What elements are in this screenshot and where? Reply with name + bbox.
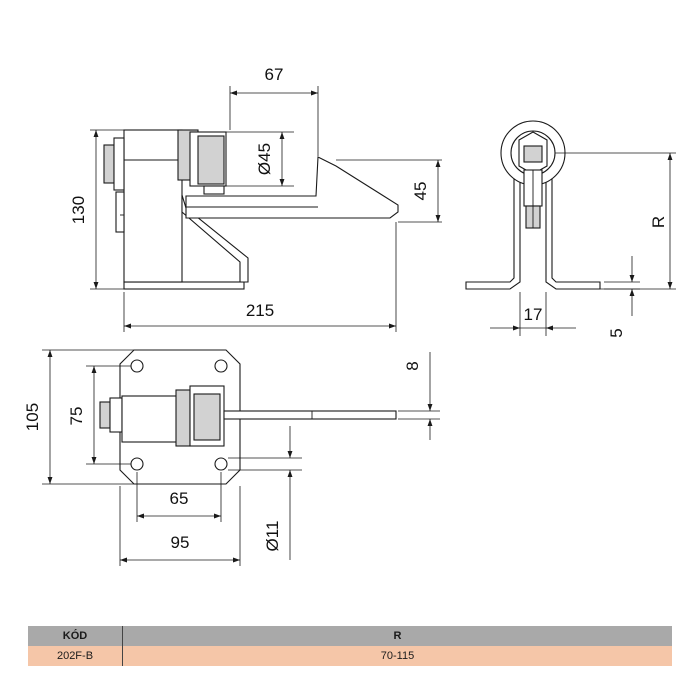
dimension-label-75: 75 bbox=[67, 407, 86, 426]
dimension-label-dia11: Ø11 bbox=[263, 521, 282, 552]
dimension-95: 95 bbox=[119, 486, 241, 566]
dimension-label-17: 17 bbox=[524, 305, 543, 324]
dimension-130: 130 bbox=[69, 129, 124, 290]
table-cell-r: 70-115 bbox=[380, 650, 415, 662]
dimension-label-8: 8 bbox=[403, 361, 422, 370]
dimension-label-45: 45 bbox=[411, 182, 430, 201]
dimension-105: 105 bbox=[23, 349, 134, 485]
table-cell-kod: 202F-B bbox=[28, 646, 123, 666]
dimension-dia45: Ø45 bbox=[226, 131, 294, 187]
dimension-75: 75 bbox=[67, 365, 131, 465]
dimension-label-215: 215 bbox=[246, 301, 274, 320]
side-view bbox=[103, 129, 399, 290]
top-view bbox=[99, 349, 397, 485]
front-view bbox=[465, 120, 601, 290]
table-header-r: R bbox=[393, 630, 402, 642]
technical-drawing: 67 Ø45 130 45 215 bbox=[23, 65, 676, 566]
dimension-label-130: 130 bbox=[69, 196, 88, 224]
dimension-215: 215 bbox=[123, 222, 397, 332]
spec-table: KÓD R 202F-B 70-115 bbox=[28, 626, 672, 666]
dimension-label-R: R bbox=[649, 216, 668, 228]
dimension-R: R bbox=[555, 152, 676, 290]
dimension-label-5: 5 bbox=[607, 328, 626, 337]
dimension-label-95: 95 bbox=[171, 533, 190, 552]
dimension-8: 8 bbox=[398, 352, 440, 440]
dimension-5: 5 bbox=[604, 256, 640, 338]
dimension-17: 17 bbox=[490, 292, 576, 336]
dimension-label-65: 65 bbox=[170, 489, 189, 508]
dimension-65: 65 bbox=[136, 472, 222, 522]
dimension-label-105: 105 bbox=[23, 403, 42, 431]
dimension-label-dia45: Ø45 bbox=[255, 143, 274, 175]
dimension-label-67: 67 bbox=[265, 65, 284, 84]
table-row: 202F-B 70-115 bbox=[28, 646, 672, 666]
table-header-kod: KÓD bbox=[28, 626, 123, 646]
table-header-row: KÓD R bbox=[28, 626, 672, 646]
dimension-45: 45 bbox=[336, 159, 442, 223]
dimension-67: 67 bbox=[229, 65, 319, 156]
dimension-dia11: Ø11 bbox=[228, 426, 302, 560]
